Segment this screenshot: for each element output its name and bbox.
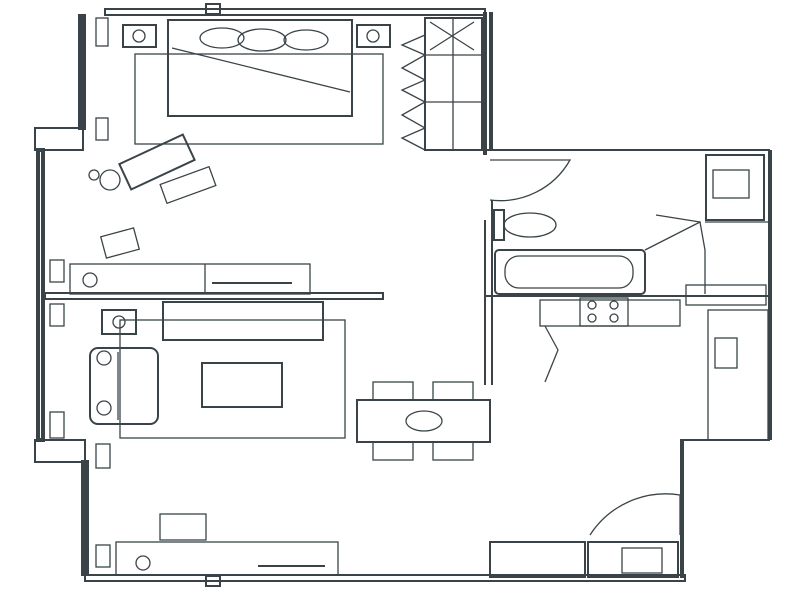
toilet-icon: [493, 209, 557, 241]
bedroom-rug: [134, 53, 384, 145]
fridge: [685, 284, 767, 306]
entry-door-swing: [589, 493, 681, 536]
stove-icon: [579, 297, 629, 327]
closet: [489, 541, 586, 578]
living-rug: [119, 319, 346, 439]
sink-icon: [714, 337, 738, 369]
shower-door: [644, 221, 706, 294]
dining-table: [356, 381, 491, 461]
bathtub: [494, 249, 646, 295]
tv-console: [162, 301, 324, 341]
radiators: [49, 17, 111, 568]
living-room: [89, 301, 491, 576]
sink-icon: [705, 154, 765, 221]
counter: [707, 309, 769, 441]
lamp-icon: [101, 309, 137, 335]
sofa-icon: [89, 347, 159, 425]
desk: [69, 263, 311, 295]
entry: [489, 493, 681, 578]
closet: [587, 541, 679, 578]
door-swing: [489, 159, 572, 202]
exterior-walls: [34, 3, 772, 587]
bed: [167, 19, 353, 117]
pillows-icon: [199, 27, 329, 52]
interior-wall: [44, 292, 384, 300]
bedroom: [69, 17, 483, 295]
armchair-icon: [118, 133, 217, 205]
cabinet-door: [544, 325, 559, 383]
wardrobe: [400, 17, 483, 151]
side-table-icon: [88, 169, 121, 191]
desk-chair-icon: [99, 227, 141, 259]
coffee-table: [201, 362, 283, 408]
desk: [115, 541, 339, 576]
kitchen: [485, 284, 770, 441]
bathroom: [489, 154, 770, 295]
nightstand-lamp-icon: [356, 24, 391, 48]
nightstand-lamp-icon: [122, 24, 157, 48]
chair-icon: [159, 513, 207, 541]
